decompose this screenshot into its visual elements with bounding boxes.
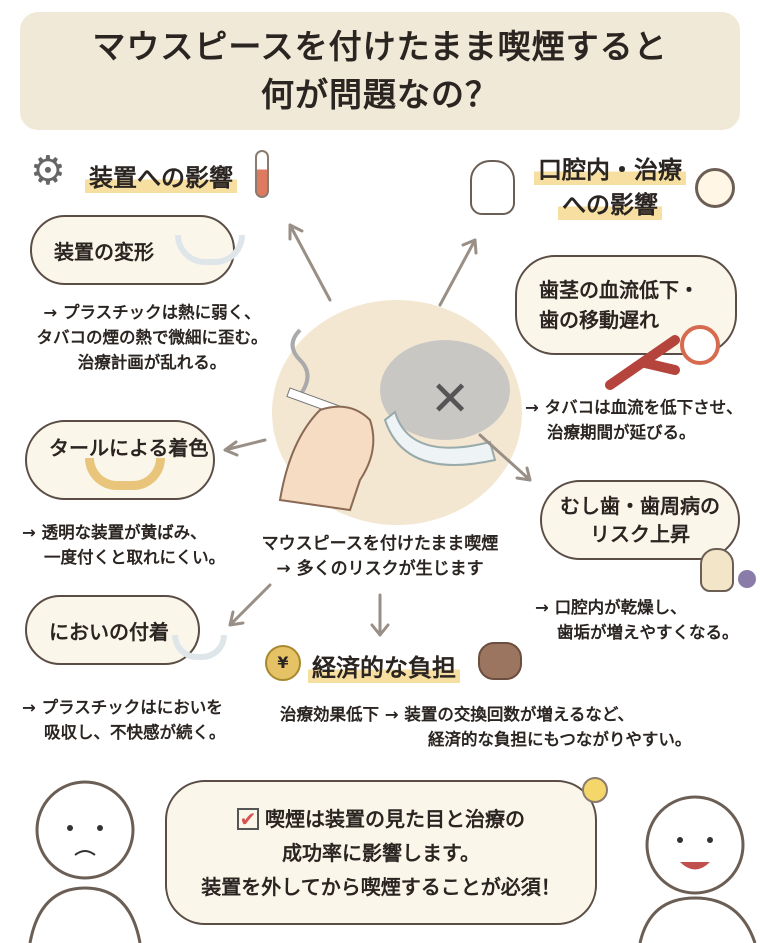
yen-coin-icon: ¥: [265, 645, 301, 681]
deform-text: → プラスチックは熱に弱く、タバコの煙の熱で微細に歪む。治療計画が乱れる。: [36, 303, 268, 372]
smoking-hand-illustration: ✕: [278, 328, 510, 512]
center-caption: マウスピースを付けたまま喫煙→ 多くのリスクが生じます: [261, 534, 499, 579]
clock-icon: [695, 168, 735, 208]
device-impact-heading: 装置への影響: [85, 158, 237, 193]
tooth-icon: [470, 160, 515, 215]
sad-tooth-icon: [700, 548, 734, 592]
wallet-icon: [478, 642, 522, 680]
conclusion-bubble: ✔喫煙は装置の見た目と治療の 成功率に影響します。 装置を外してから喫煙すること…: [165, 780, 597, 925]
economic-text: 治療効果低下 → 装置の交換回数が増えるなど、経済的な負担にもつながりやすい。: [280, 705, 692, 749]
germ-icon: [738, 570, 756, 588]
blood-vessel-icon: [605, 325, 720, 390]
gear-icon: ⚙: [30, 148, 66, 194]
oral-impact-heading: 口腔内・治療 への影響: [530, 150, 690, 220]
blood-flow-text: → タバコは血流を低下させ、治療期間が延びる。: [525, 398, 743, 442]
x-mark-icon: ✕: [430, 371, 470, 427]
worried-person-illustration: [28, 780, 142, 943]
stain-text: → 透明な装置が黄ばみ、一度付くと取れにくい。: [22, 523, 226, 567]
economic-heading: 経済的な負担: [308, 648, 460, 683]
decay-text: → 口腔内が乾燥し、歯垢が増えやすくなる。: [535, 598, 739, 642]
page-title: マウスピースを付けたまま喫煙すると 何が問題なの？: [20, 12, 740, 130]
checkbox-icon: ✔: [237, 807, 259, 830]
thermometer-icon: [255, 150, 269, 198]
stained-mouthpiece-icon: [85, 458, 165, 490]
odor-text: → プラスチックはにおいを吸収し、不快感が続く。: [22, 698, 226, 742]
smiling-person-illustration: [582, 777, 757, 943]
lightbulb-icon: [582, 777, 608, 803]
bubble-decay: むし歯・歯周病のリスク上昇: [540, 480, 740, 560]
bubble-odor: においの付着: [25, 595, 200, 665]
